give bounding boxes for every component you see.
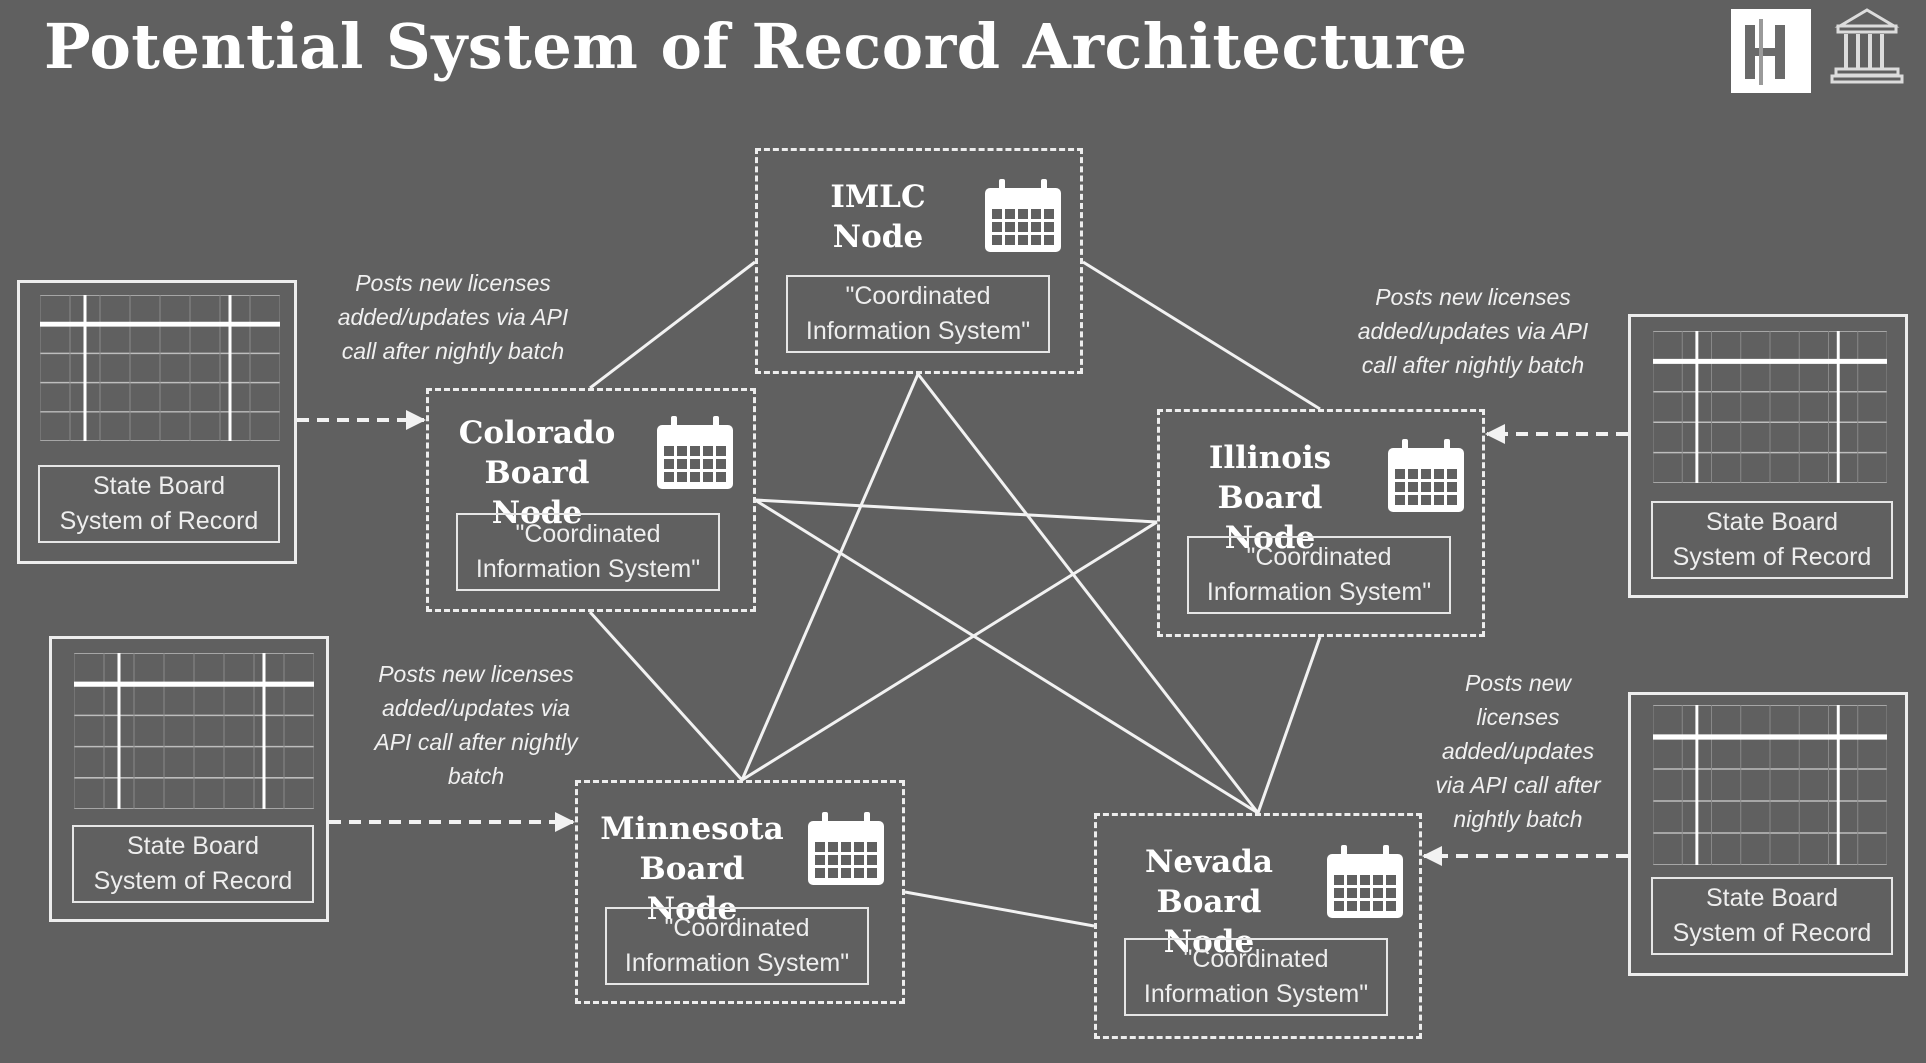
state-board-system-of-record: State Board System of Record xyxy=(1628,314,1908,598)
calendar-icon xyxy=(804,809,888,889)
system-of-record-label: State Board System of Record xyxy=(38,465,280,543)
page-title: Potential System of Record Architecture xyxy=(44,10,1468,83)
nevada-board-node: Nevada Board Node "Coordinated Informati… xyxy=(1094,813,1422,1039)
system-of-record-label: State Board System of Record xyxy=(1651,501,1893,579)
coordinated-information-system: "Coordinated Information System" xyxy=(456,513,720,591)
connection-line xyxy=(916,373,1260,814)
building-logo-icon xyxy=(1830,4,1904,88)
imlc-node: IMLC Node "Coordinated Information Syste… xyxy=(755,148,1083,374)
connection-line xyxy=(588,610,744,782)
connection-line xyxy=(740,373,920,781)
system-of-record-label: State Board System of Record xyxy=(1651,877,1893,955)
illinois-board-node: Illinois Board Node "Coordinated Informa… xyxy=(1157,409,1485,637)
calendar-icon xyxy=(1384,436,1468,516)
h-logo-icon xyxy=(1731,9,1811,93)
state-board-system-of-record: State Board System of Record xyxy=(1628,692,1908,976)
system-of-record-label: State Board System of Record xyxy=(72,825,314,903)
connection-line xyxy=(741,520,1158,782)
connection-line xyxy=(904,890,1095,928)
spreadsheet-icon xyxy=(1653,705,1887,865)
state-board-system-of-record: State Board System of Record xyxy=(17,280,297,564)
api-post-note: Posts new licenses added/updates via API… xyxy=(1435,670,1601,832)
api-post-note: Posts new licenses added/updates via API… xyxy=(1357,284,1589,378)
connection-line xyxy=(589,260,756,390)
calendar-icon xyxy=(981,176,1065,256)
coordinated-information-system: "Coordinated Information System" xyxy=(605,907,869,985)
api-post-note: Posts new licenses added/updates via API… xyxy=(337,270,569,364)
coordinated-information-system: "Coordinated Information System" xyxy=(786,275,1050,353)
imlc-node-name: IMLC Node xyxy=(830,179,926,255)
spreadsheet-icon xyxy=(1653,331,1887,483)
coordinated-information-system: "Coordinated Information System" xyxy=(1124,938,1388,1016)
connection-line xyxy=(1082,260,1321,411)
calendar-icon xyxy=(1323,842,1407,922)
connection-line xyxy=(754,498,1158,524)
calendar-icon xyxy=(653,413,737,493)
colorado-board-node: Colorado Board Node "Coordinated Informa… xyxy=(426,388,756,612)
nevada-node-name: Nevada Board Node xyxy=(1145,844,1273,960)
illinois-node-name: Illinois Board Node xyxy=(1208,440,1332,556)
coordinated-information-system: "Coordinated Information System" xyxy=(1187,536,1451,614)
state-board-system-of-record: State Board System of Record xyxy=(49,636,329,922)
spreadsheet-icon xyxy=(40,295,280,441)
connection-line xyxy=(754,498,1259,815)
minnesota-board-node: Minnesota Board Node "Coordinated Inform… xyxy=(575,780,905,1004)
spreadsheet-icon xyxy=(74,653,314,809)
api-post-note: Posts new licenses added/updates via API… xyxy=(374,661,578,789)
minnesota-node-name: Minnesota Board Node xyxy=(600,811,784,927)
connection-line xyxy=(1256,636,1322,814)
